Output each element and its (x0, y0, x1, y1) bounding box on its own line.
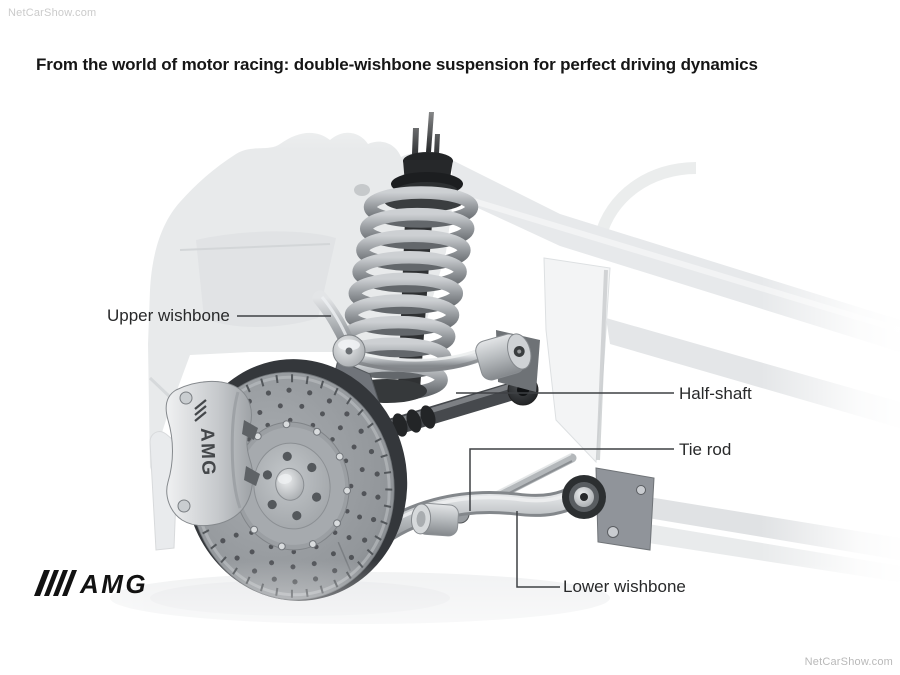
panel-hole (354, 184, 370, 196)
amg-logo-text: AMG (79, 569, 148, 599)
cv-boot-rib-3 (420, 405, 436, 429)
caliper-bolt (179, 391, 193, 405)
cv-boot-rib-2 (406, 409, 422, 433)
watermark-bottom-right: NetCarShow.com (804, 656, 893, 668)
subframe-bracket (595, 467, 655, 551)
wheel-arch-hint (594, 162, 697, 240)
ball-joint-pin (345, 347, 353, 355)
hub-dome-highlight (277, 473, 292, 484)
plate-edge (596, 269, 608, 461)
caliper-pad-tab-2 (244, 466, 260, 486)
rear-arm (348, 348, 487, 373)
label-upper-wishbone: Upper wishbone (107, 306, 230, 325)
brake-caliper: AMG (165, 380, 260, 526)
hub-bolt-holes (262, 451, 322, 521)
caliper-amg-text: AMG (196, 427, 219, 477)
caliper-bolt-2 (177, 499, 191, 513)
rear-bushing (475, 333, 532, 381)
bracket-bolt-2 (636, 485, 646, 495)
label-half-shaft: Half-shaft (679, 384, 752, 403)
ball-joint-cap (338, 339, 360, 351)
caliper-body (165, 380, 254, 526)
bracket-bolt (607, 526, 619, 538)
fade-bottom (0, 560, 900, 675)
amg-logo-slashes (34, 570, 77, 596)
label-tie-rod: Tie rod (679, 440, 732, 459)
bushing-bolt-center (517, 349, 522, 354)
upper-wishbone-arm (312, 290, 540, 392)
front-bushing-core (416, 510, 426, 527)
white-plate (543, 257, 611, 464)
wheelhouse-pocket (196, 231, 336, 327)
label-lower-wishbone: Lower wishbone (563, 577, 686, 596)
page-title: From the world of motor racing: double-w… (36, 55, 758, 74)
watermark-top-left: NetCarShow.com (8, 7, 97, 19)
rear-arm-highlight (354, 348, 480, 362)
leader-lower-wishbone (516, 511, 560, 588)
caliper-logo-slashes (194, 399, 207, 422)
rear-arm-shade (355, 358, 480, 372)
front-bushing (411, 502, 459, 537)
amg-logo-graphic: AMG (34, 569, 148, 599)
caliper-groove (230, 391, 242, 509)
rear-bushing-bolt (580, 493, 588, 501)
panel-crease-2 (179, 243, 331, 251)
leader-tie-rod (469, 448, 674, 511)
caliper-pad-tab (242, 420, 258, 440)
leader-lines (237, 315, 674, 588)
coil-spring-damper (333, 112, 479, 403)
